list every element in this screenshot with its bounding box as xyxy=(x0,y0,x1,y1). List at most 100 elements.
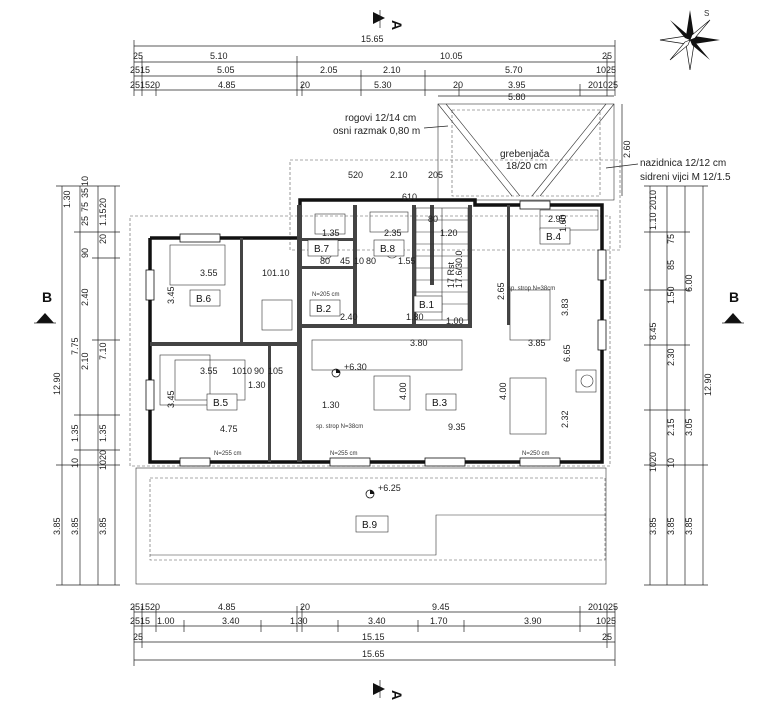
bottom-dim-r3-c: 25 xyxy=(602,632,612,642)
dim-b5-c: 90 xyxy=(254,366,264,376)
ridge-note: grebenjača xyxy=(500,149,550,160)
room-b4: B.4 xyxy=(539,227,571,245)
dim-b6-w: 3.55 xyxy=(200,268,218,278)
room-b6-label: B.6 xyxy=(196,294,211,305)
dim-b3-h: 2.32 xyxy=(560,410,570,428)
tag-w2: N=255 cm xyxy=(330,451,358,457)
room-b9-label: B.9 xyxy=(362,520,377,531)
level-terrace-label: +6.25 xyxy=(378,483,401,493)
bottom-dim-r1-b: 4.85 xyxy=(218,602,236,612)
bottom-dim-r3-b: 15.15 xyxy=(362,632,385,642)
left-dim-in-m: 20 xyxy=(98,234,108,244)
level-marker-terrace: +6.25 xyxy=(365,483,401,499)
bottom-dim-r2-h: 1025 xyxy=(596,616,616,626)
dim-b3-d: 4.00 xyxy=(498,382,508,400)
bottom-dim-r1-a: 251520 xyxy=(130,602,160,612)
right-dim-in-a: 2010 xyxy=(648,190,658,210)
top-dim-total: 15.65 xyxy=(361,34,384,44)
dim-b6-b: 10 xyxy=(262,268,272,278)
bottom-dim-r2-f: 1.70 xyxy=(430,616,448,626)
dim-top-c: 205 xyxy=(428,170,443,180)
room-b8: B.8 xyxy=(373,239,405,257)
dim-b3-a: 3.80 xyxy=(410,338,428,348)
left-dimension-chain: 12.90 3.85 7.75 1.35 10 3.85 1.30 90 25 … xyxy=(52,176,120,586)
left-dim-mid-c: 10 xyxy=(70,458,80,468)
top-dim-r3-e: 5.70 xyxy=(505,65,523,75)
dim-b4-h: 3.83 xyxy=(560,298,570,316)
right-dim-in-h: 3.05 xyxy=(684,418,694,436)
dim-b5-e: 1.30 xyxy=(248,380,266,390)
dim-b8-a: 2.35 xyxy=(384,228,402,238)
left-dim-in-g: 2.40 xyxy=(80,288,90,306)
top-dim-r4-a: 251520 xyxy=(130,80,160,90)
room-b6: B.6 xyxy=(189,289,221,307)
dim-b3-c: 4.00 xyxy=(398,382,408,400)
right-dim-in-f: 6.00 xyxy=(684,274,694,292)
rafters-note: rogovi 12/14 cm xyxy=(345,113,416,124)
top-dim-r2-b: 5.10 xyxy=(210,51,228,61)
terrace-b9 xyxy=(135,467,607,585)
left-dim-in-l: 3.85 xyxy=(98,517,108,535)
tag-strop-1: sp. strop N=38cm xyxy=(316,424,363,430)
annotation-tags: sp. strop N=38cm sp. strop N=38cm N=255 … xyxy=(214,286,555,457)
section-marker-a-top: A xyxy=(373,10,405,30)
level-marker-upper: +6.30 xyxy=(331,362,367,378)
top-dim-r4-e: 20 xyxy=(453,80,463,90)
dim-b8-b: 1.55 xyxy=(398,256,416,266)
left-dim-outer-a: 12.90 xyxy=(52,372,62,395)
dim-top-b: 2.10 xyxy=(390,170,408,180)
room-b3: B.3 xyxy=(425,393,457,411)
room-b5-label: B.5 xyxy=(213,398,228,409)
right-dim-in-b: 1.10 xyxy=(648,212,658,230)
dim-b7-a: 1.35 xyxy=(322,228,340,238)
section-label-a-top: A xyxy=(389,20,405,30)
dim-b6-h: 3.45 xyxy=(166,286,176,304)
dim-b6-a: 1.10 xyxy=(272,268,290,278)
top-dimension-chain: 15.65 25 5.10 10.05 25 2515 5.05 2.05 2.… xyxy=(130,34,618,96)
room-b8-label: B.8 xyxy=(380,244,395,255)
left-dim-in-c: 25 xyxy=(80,216,90,226)
dim-b2-2: 1.00 xyxy=(446,316,464,326)
top-dim-r2-d: 25 xyxy=(602,51,612,61)
dim-b3-g: 1.30 xyxy=(322,400,340,410)
top-dim-r3-d: 2.10 xyxy=(383,65,401,75)
left-dim-in-a: 1.30 xyxy=(62,190,72,208)
top-dim-r4-c: 20 xyxy=(300,80,310,90)
top-dim-r3-a: 2515 xyxy=(130,65,150,75)
section-label-b-right: B xyxy=(729,289,739,305)
bottom-dim-r3-a: 25 xyxy=(133,632,143,642)
bottom-dimension-chain: 251520 4.85 20 9.45 201025 2515 1.00 3.4… xyxy=(130,602,618,666)
right-dim-in-i: 10 xyxy=(666,458,676,468)
room-b1-label: B.1 xyxy=(419,300,434,311)
right-dim-outer-a: 12.90 xyxy=(703,373,713,396)
left-dim-in-o: 20 xyxy=(98,198,108,208)
bottom-dim-r2-c: 3.40 xyxy=(222,616,240,626)
dim-top-a: 520 xyxy=(348,170,363,180)
left-dim-in-f: 10 xyxy=(80,176,90,186)
bottom-dim-r1-c: 20 xyxy=(300,602,310,612)
interior-walls xyxy=(150,205,510,462)
room-b5: B.5 xyxy=(206,393,238,411)
room-b9: B.9 xyxy=(355,515,389,533)
section-marker-a-bottom: A xyxy=(373,680,405,700)
dim-b5-d: 105 xyxy=(268,366,283,376)
right-dim-mid-a: 8.45 xyxy=(648,322,658,340)
dim-b2-1: 1.80 xyxy=(406,312,424,322)
right-dim-in-j: 3.85 xyxy=(684,517,694,535)
dim-b5-w: 3.55 xyxy=(200,366,218,376)
top-dim-r4-f: 3.95 xyxy=(508,80,526,90)
top-dim-r4-b: 4.85 xyxy=(218,80,236,90)
dim-b2-w: 2.40 xyxy=(340,312,358,322)
left-dim-in-b: 90 xyxy=(80,248,90,258)
right-dim-in-d: 85 xyxy=(666,260,676,270)
dim-b5-h: 3.45 xyxy=(166,390,176,408)
bottom-dim-r2-e: 3.40 xyxy=(368,616,386,626)
upper-eaves-outline xyxy=(289,159,621,251)
spacing-note: osni razmak 0,80 m xyxy=(333,126,420,137)
right-dim-outer-b: 3.85 xyxy=(666,517,676,535)
bottom-dim-r2-a: 2515 xyxy=(130,616,150,626)
compass-rose-icon: S xyxy=(659,9,720,71)
room-b2: B.2 xyxy=(309,299,341,317)
left-dim-mid-a: 7.75 xyxy=(70,337,80,355)
room-b4-label: B.4 xyxy=(546,232,561,243)
